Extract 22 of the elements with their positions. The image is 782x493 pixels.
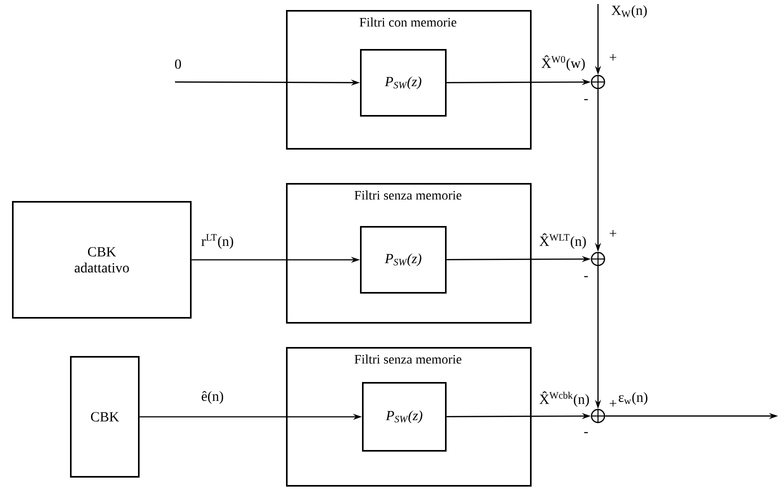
sign-label: -: [584, 276, 588, 278]
summing-junction: [590, 408, 606, 424]
sign-label: +: [610, 230, 616, 237]
codebook-box: CBK: [70, 356, 140, 478]
filter-block: P$_{SW}$(z): [360, 226, 447, 294]
filter-block: P$_{SW}$(z): [362, 382, 447, 452]
edge-label: 0: [175, 59, 181, 69]
edge-label: r$^{LT}$(n): [201, 234, 234, 249]
edge-label: ε$_{w}$(n): [618, 392, 648, 405]
codebook-box: CBK adattativo: [12, 201, 192, 319]
filter-block: P$_{SW}$(z): [360, 49, 447, 117]
edge-label: X̂$^{Wcbk}$(n): [540, 391, 589, 407]
sign-label: +: [610, 54, 616, 61]
edge-label: X$_{W}$(n): [612, 5, 647, 18]
sign-label: -: [584, 99, 588, 100]
sign-label: +: [610, 400, 616, 407]
sign-label: -: [584, 432, 588, 434]
summing-junction: [590, 252, 606, 266]
edge-label: X̂$^{W0}$(w): [542, 55, 585, 71]
summing-junction: [590, 74, 606, 90]
edge-label: X̂$^{WLT}$(n): [540, 233, 586, 249]
edge-label: ê(n): [202, 391, 224, 404]
